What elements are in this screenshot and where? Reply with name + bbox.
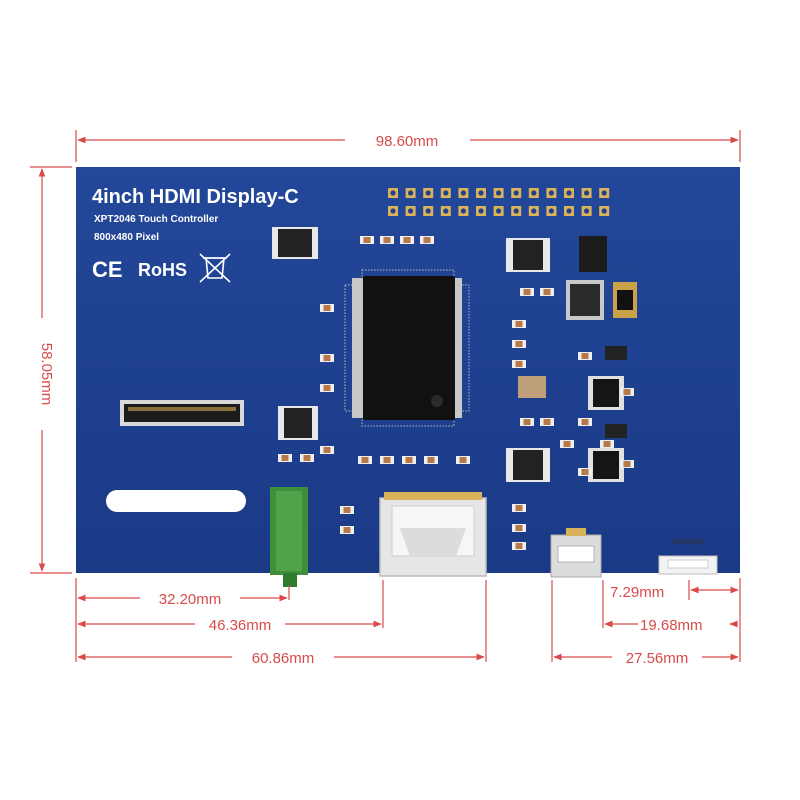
height-dimension [30, 166, 72, 574]
smd-passive-body [623, 389, 631, 395]
header-pad-hole [548, 208, 555, 214]
header-pad-hole [478, 190, 484, 196]
smd-passive-body [515, 361, 523, 367]
smd-passive-body [515, 341, 523, 347]
ce-mark: CE [92, 257, 123, 282]
header-pad-hole [566, 208, 572, 214]
header-pad-hole [548, 190, 555, 196]
header-pad-hole [584, 190, 590, 196]
smd-passive-body [523, 289, 531, 295]
smd-passive-body [543, 419, 551, 425]
header-pad-hole [601, 208, 607, 214]
header-pad-hole [408, 190, 414, 196]
smd-passive-body [515, 321, 523, 327]
header-pad-hole [601, 190, 607, 196]
left-offset-label-1: 32.20mm [159, 591, 222, 608]
smd-passive-body [563, 441, 571, 447]
rohs-mark: RoHS [138, 260, 187, 280]
smd-passive-body [361, 457, 369, 463]
smd-passive-body [603, 441, 611, 447]
header-pad-hole [584, 208, 590, 214]
board-resolution-label: 800x480 Pixel [94, 232, 159, 243]
smd-passive-body [323, 385, 331, 391]
header-pad-hole [531, 190, 537, 196]
header-pad-hole [390, 208, 396, 214]
header-pad-hole [513, 208, 519, 214]
smd-passive-body [581, 469, 589, 475]
right-offset-label-3: 27.56mm [626, 650, 689, 667]
smd-passive-body [323, 305, 331, 311]
smd-passive-body [459, 457, 467, 463]
smd-passive-body [281, 455, 289, 461]
smd-passive-body [303, 455, 311, 461]
touch-controller-ic [278, 406, 318, 440]
header-pad-hole [513, 190, 519, 196]
smd-passive-body [623, 461, 631, 467]
smd-passive-body [343, 507, 351, 513]
smd-passive-body [363, 237, 371, 243]
hdmi-connector [379, 492, 487, 577]
smd-passive-body [343, 527, 351, 533]
left-offset-dimensions [77, 594, 485, 661]
smd-passive-body [515, 525, 523, 531]
header-pad-hole [425, 208, 431, 214]
smd-passive-body [323, 355, 331, 361]
smd-passive-body [515, 505, 523, 511]
header-pad-hole [443, 190, 449, 196]
board-slot-cutout [106, 490, 246, 512]
extension-lines [75, 578, 741, 662]
green-pin-connector [270, 487, 308, 587]
smd-passive-body [423, 237, 431, 243]
header-pad-hole [496, 190, 502, 196]
header-pad-hole [496, 208, 502, 214]
smd-passive-body [405, 457, 413, 463]
board-controller-label: XPT2046 Touch Controller [94, 214, 218, 225]
header-pad-hole [460, 208, 466, 214]
header-pad-hole [408, 208, 414, 214]
right-side-components [506, 236, 637, 482]
passive-components [278, 236, 634, 550]
header-pad-hole [460, 190, 466, 196]
smd-passive-body [323, 447, 331, 453]
smd-passive-body [543, 289, 551, 295]
header-pad-hole [425, 190, 431, 196]
gpio-header [388, 188, 610, 216]
main-controller-chip [344, 269, 470, 427]
smd-passive-body [403, 237, 411, 243]
smd-passive-body [581, 419, 589, 425]
smd-passive-body [515, 543, 523, 549]
fpc-connector [120, 400, 244, 426]
header-pad-hole [531, 208, 537, 214]
smd-passive-body [523, 419, 531, 425]
smd-passive-body [427, 457, 435, 463]
header-pad-hole [443, 208, 449, 214]
left-offset-label-2: 46.36mm [209, 617, 272, 634]
width-dimension [75, 130, 741, 162]
left-ic [272, 227, 318, 259]
smd-passive-body [383, 237, 391, 243]
left-offset-label-3: 60.86mm [252, 650, 315, 667]
header-pad-hole [566, 190, 572, 196]
header-pad-hole [390, 190, 396, 196]
weee-bin-icon [199, 253, 231, 283]
backlight-connector [658, 555, 718, 575]
board-title: 4inch HDMI Display-C [92, 186, 299, 208]
header-pad-hole [478, 208, 484, 214]
smd-passive-body [581, 353, 589, 359]
backlight-label: Backlight [672, 537, 705, 546]
smd-passive-body [383, 457, 391, 463]
micro-usb-connector [550, 528, 602, 578]
right-offset-dimensions [553, 586, 739, 661]
height-dimension-label: 58.05mm [38, 343, 55, 406]
width-dimension-label: 98.60mm [376, 133, 439, 150]
right-offset-label-2: 19.68mm [640, 617, 703, 634]
right-offset-label-1: 7.29mm [610, 584, 664, 601]
